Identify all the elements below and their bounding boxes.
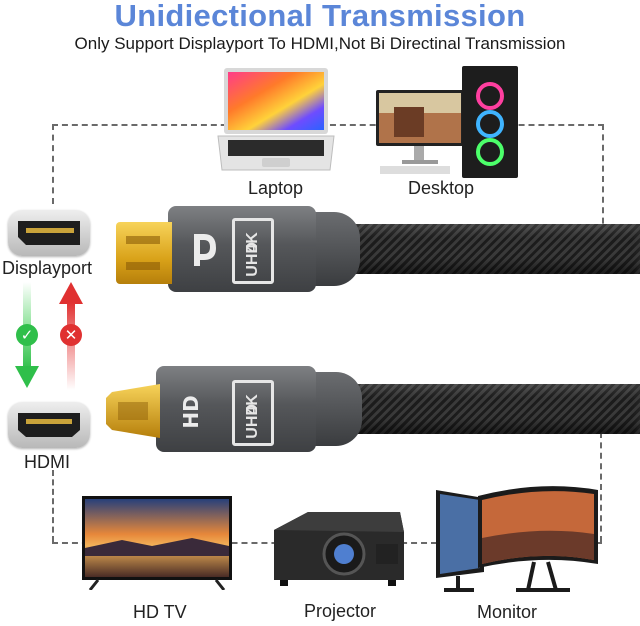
- top-left-dashed-drop: [52, 124, 54, 204]
- top-right-dashed-drop: [602, 124, 604, 234]
- bottom-left-dashed-rise: [52, 470, 54, 542]
- page-title: Unidiectional Transmission: [114, 0, 526, 33]
- x-icon: ✕: [60, 324, 82, 346]
- hdmi-port-icon: [8, 402, 90, 448]
- hdmi-cable: [340, 384, 640, 434]
- monitor-image: [430, 478, 610, 598]
- dp-badge-bottom: UHD: [243, 242, 261, 277]
- hdmi-gold-plug: [104, 380, 160, 442]
- desktop-image: [374, 62, 524, 180]
- desktop-label: Desktop: [408, 178, 475, 198]
- displayport-port-icon: [8, 210, 90, 256]
- displayport-4k-uhd-badge: 4K UHD: [232, 218, 274, 284]
- displayport-cable: [340, 224, 640, 274]
- displayport-label: Displayport: [2, 258, 93, 278]
- bottom-dashed-line: [52, 542, 437, 544]
- page-subtitle: Only Support Displayport To HDMI,Not Bi …: [74, 34, 566, 53]
- laptop-label: Laptop: [248, 178, 304, 198]
- displayport-logo-icon: [190, 230, 220, 270]
- projector-label: Projector: [304, 601, 377, 621]
- svg-text:HD: HD: [179, 395, 203, 428]
- hdmi-badge-bottom: UHD: [243, 404, 261, 439]
- hdtv-label: HD TV: [133, 602, 187, 622]
- hdmi-label: HDMI: [24, 452, 70, 472]
- check-icon: ✓: [16, 324, 38, 346]
- hdmi-logo-icon: HD: [176, 392, 206, 432]
- laptop-image: [214, 66, 338, 176]
- blocked-direction-arrow: [56, 282, 86, 390]
- bottom-right-dashed-rise: [600, 432, 602, 542]
- displayport-gold-plug: [116, 222, 172, 284]
- monitor-label: Monitor: [477, 602, 538, 622]
- hdmi-4k-uhd-badge: 4K UHD: [232, 380, 274, 446]
- projector-image: [264, 508, 408, 596]
- hdtv-image: [82, 496, 232, 591]
